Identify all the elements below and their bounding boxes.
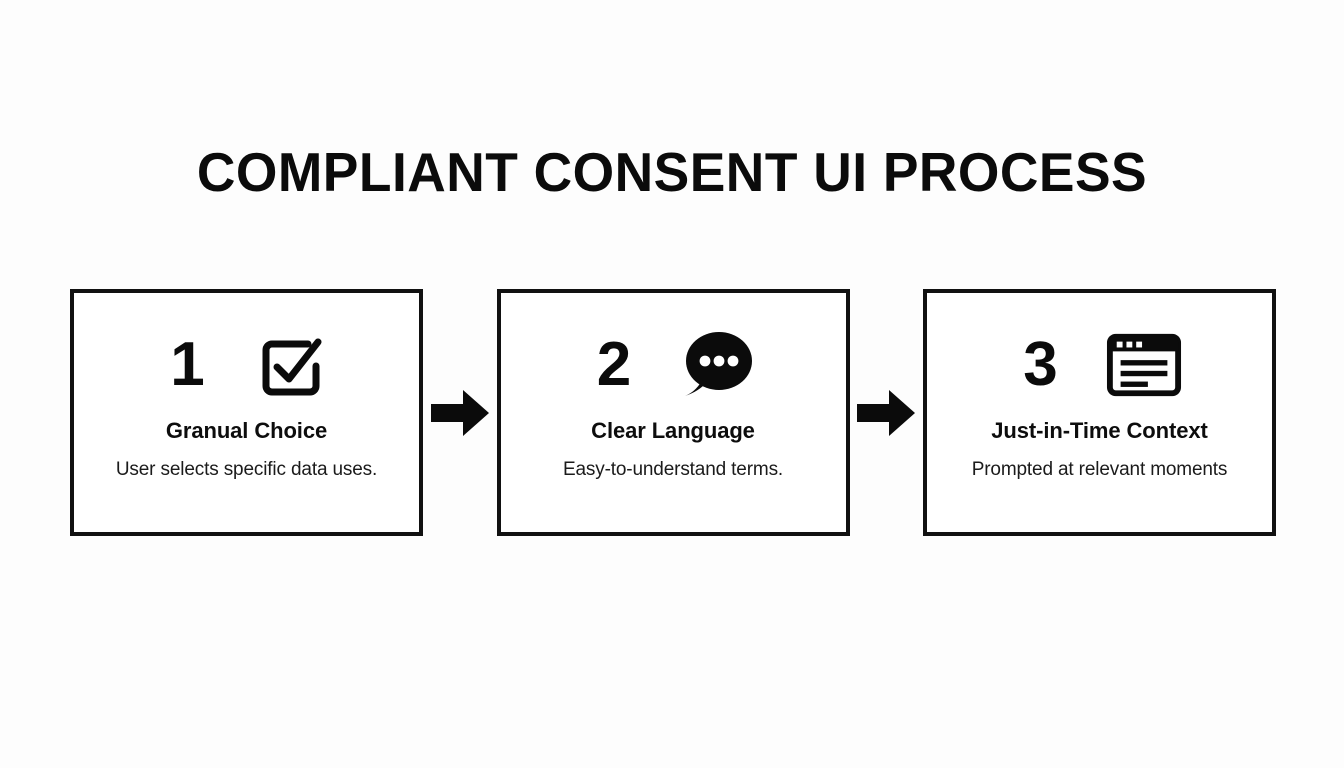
step-2-number: 2 [596, 330, 632, 399]
arrow-right-icon [857, 388, 916, 438]
checkbox-checked-icon [253, 329, 329, 401]
step-card-3[interactable]: 3 Just-in-Time Context Prompted at re [923, 289, 1276, 536]
connector-1 [423, 289, 497, 536]
browser-window-icon [1106, 329, 1182, 401]
page-title: COMPLIANT CONSENT UI PROCESS [196, 141, 1148, 203]
step-1-icon-row: 1 [74, 327, 419, 403]
step-2-heading: Clear Language [591, 418, 755, 443]
arrow-right-icon [430, 388, 489, 438]
step-card-1[interactable]: 1 Granual Choice User selects specific d… [70, 289, 423, 536]
step-1-number: 1 [170, 330, 205, 399]
step-3-heading: Just-in-Time Context [991, 418, 1208, 443]
speech-bubble-icon [679, 329, 755, 401]
step-3-icon-row: 3 [927, 327, 1272, 403]
connector-2 [850, 289, 924, 536]
step-1-heading: Granual Choice [165, 418, 328, 443]
step-3-number: 3 [1023, 330, 1058, 399]
step-2-description: Easy-to-understand terms. [562, 459, 784, 480]
step-3-description: Prompted at relevant moments [971, 459, 1228, 480]
step-card-2[interactable]: 2 Clear Language Easy-to-understand term… [496, 289, 850, 536]
step-2-icon-row: 2 [501, 327, 846, 403]
process-flow: 1 Granual Choice User selects specific d… [70, 289, 1276, 536]
step-1-description: User selects specific data uses. [115, 459, 378, 480]
